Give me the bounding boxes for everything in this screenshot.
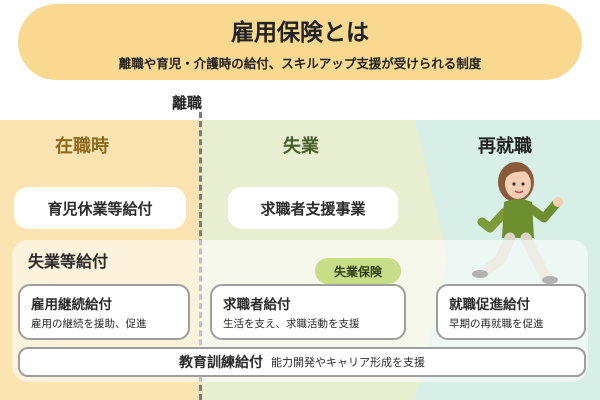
training-title: 教育訓練給付 — [179, 355, 263, 371]
childcare-benefit-pill: 育児休業等給付 — [14, 187, 186, 229]
unemployment-insurance-badge: 失業保険 — [315, 258, 401, 284]
page-subtitle: 離職や育児・介護時の給付、スキルアップ支援が受けられる制度 — [118, 56, 482, 71]
education-training-bar: 教育訓練給付 能力開発やキャリア形成を支援 — [18, 347, 586, 377]
card-description: 生活を支え、求職活動を支援 — [223, 318, 360, 330]
card-title: 就職促進給付 — [449, 297, 530, 313]
job-seeker-benefit-card: 求職者給付 生活を支え、求職活動を支援 — [210, 284, 406, 340]
column-label-reemployed: 再就職 — [478, 136, 532, 157]
reemployment-promotion-card: 就職促進給付 早期の再就職を促進 — [436, 284, 586, 340]
column-label-employed: 在職時 — [55, 136, 109, 157]
training-description: 能力開発やキャリア形成を支援 — [271, 356, 425, 369]
header-banner — [18, 4, 582, 80]
card-description: 雇用の継続を援助、促進 — [31, 318, 147, 330]
unemployment-benefits-title: 失業等給付 — [28, 252, 109, 271]
page-title: 雇用保険とは — [231, 20, 369, 46]
card-description: 早期の再就職を促進 — [449, 318, 544, 330]
card-title: 求職者給付 — [223, 297, 291, 313]
employment-continuation-card: 雇用継続給付 雇用の継続を援助、促進 — [18, 284, 190, 340]
job-support-pill: 求職者支援事業 — [228, 187, 398, 229]
card-title: 雇用継続給付 — [31, 297, 112, 313]
column-label-unemployed: 失業 — [283, 136, 319, 157]
separation-label: 離職 — [172, 94, 203, 112]
